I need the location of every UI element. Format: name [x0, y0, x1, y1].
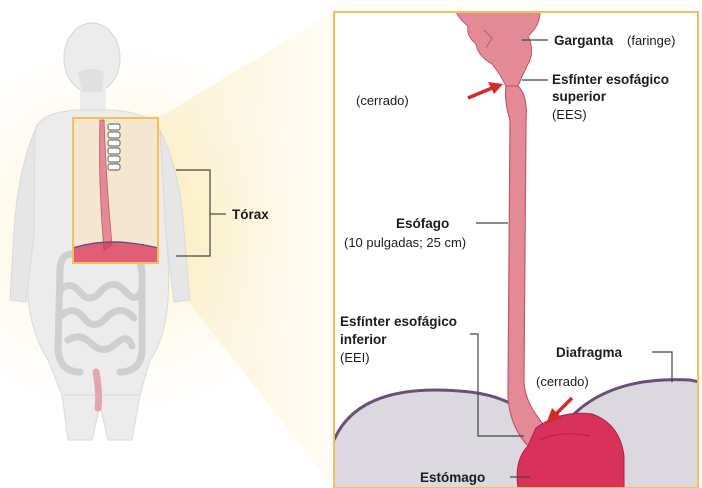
cerrado-top-label: (cerrado) — [356, 93, 409, 108]
estomago-label: Estómago — [420, 470, 485, 485]
ees-label-line2: superior — [552, 89, 607, 104]
esofago-length: (10 pulgadas; 25 cm) — [344, 235, 466, 250]
garganta-label: Garganta — [554, 33, 614, 48]
diafragma-label: Diafragma — [556, 345, 623, 360]
esofago-label: Esófago — [396, 216, 449, 231]
eei-label-line2: inferior — [340, 332, 387, 347]
torax-label: Tórax — [232, 207, 269, 222]
eei-abbr: (EEI) — [340, 350, 370, 365]
thorax-inset — [73, 118, 158, 263]
faringe-label: (faringe) — [627, 33, 675, 48]
eei-label-line1: Esfínter esofágico — [340, 314, 457, 329]
ees-label-line1: Esfínter esofágico — [552, 72, 669, 87]
ees-abbr: (EES) — [552, 107, 587, 122]
cerrado-bottom-label: (cerrado) — [536, 374, 589, 389]
